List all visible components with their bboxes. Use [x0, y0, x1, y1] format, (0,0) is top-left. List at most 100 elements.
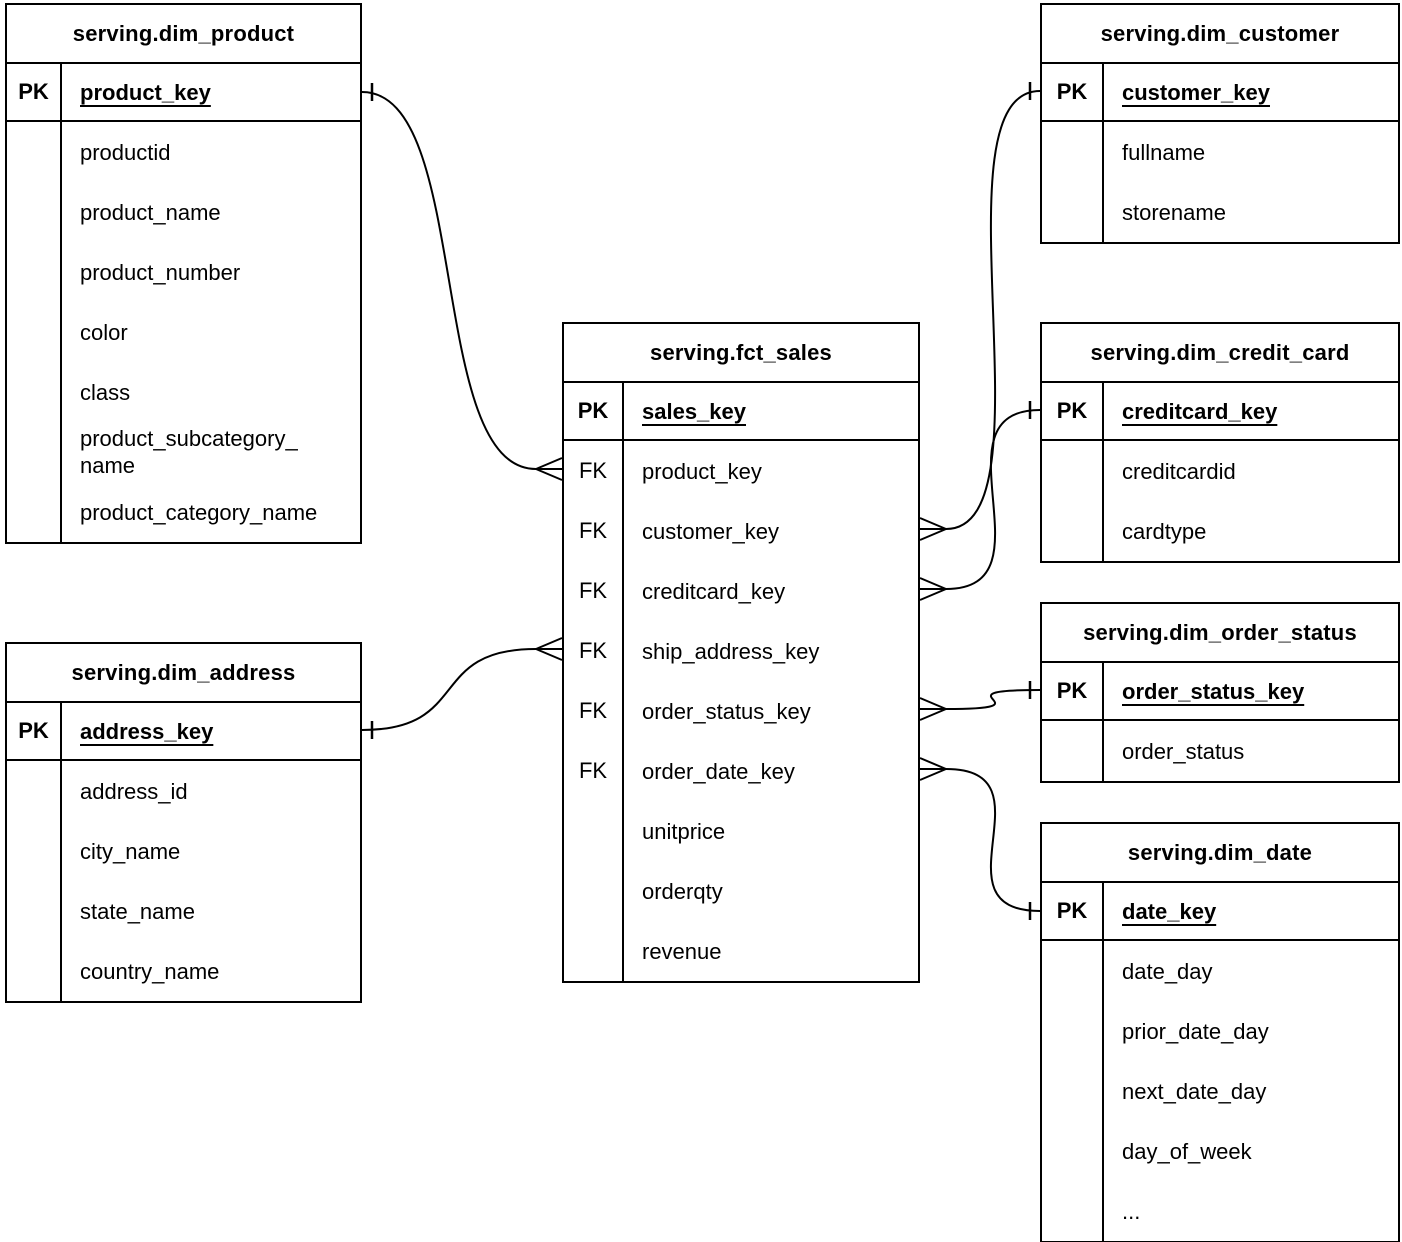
table-row: revenue	[564, 921, 918, 981]
field-tag	[1042, 122, 1104, 182]
table-row: prior_date_day	[1042, 1001, 1398, 1061]
fk-tag: FK	[564, 501, 624, 561]
pk-tag: PK	[1042, 64, 1104, 120]
field-tag	[7, 422, 62, 482]
table-row: day_of_week	[1042, 1121, 1398, 1181]
relationship-edge-product_key	[361, 83, 563, 481]
field-name: order_status	[1122, 738, 1245, 764]
table-row: fullname	[1042, 122, 1398, 182]
relationship-edge-customer_key	[919, 82, 1041, 541]
pk-field-name: customer_key	[1104, 64, 1398, 120]
table-title: serving.dim_product	[7, 5, 360, 64]
pk-tag: PK	[1042, 383, 1104, 439]
field-name: storename	[1122, 199, 1226, 225]
field-name: productid	[80, 139, 171, 165]
relationship-edge-order_date_key	[919, 757, 1041, 920]
table-row: product_category_name	[7, 482, 360, 542]
field-name: product_category_name	[80, 499, 318, 525]
field-tag	[1042, 721, 1104, 781]
fk-tag: FK	[564, 621, 624, 681]
primary-key-row: PK sales_key	[564, 383, 918, 441]
table-title: serving.dim_order_status	[1042, 604, 1398, 663]
pk-field-name-text: date_key	[1122, 898, 1217, 924]
table-title: serving.dim_address	[7, 644, 360, 703]
table-row: unitprice	[564, 801, 918, 861]
field-name: customer_key	[642, 518, 779, 544]
primary-key-row: PK product_key	[7, 64, 360, 122]
field-tag	[1042, 1181, 1104, 1241]
table-title: serving.dim_date	[1042, 824, 1398, 883]
edge-curve	[361, 648, 537, 731]
field-tag	[1042, 1121, 1104, 1181]
field-name: city_name	[80, 838, 181, 864]
field-name: revenue	[642, 938, 722, 964]
field-tag	[1042, 441, 1104, 501]
table-row: cardtype	[1042, 501, 1398, 561]
pk-tag: PK	[1042, 883, 1104, 939]
field-tag	[1042, 501, 1104, 561]
field-name: state_name	[80, 898, 195, 924]
field-name: fullname	[1122, 139, 1206, 165]
field-name: date_day	[1122, 958, 1213, 984]
table-row: order_status	[1042, 721, 1398, 781]
field-tag	[7, 881, 62, 941]
fk-tag: FK	[564, 741, 624, 801]
field-name: prior_date_day	[1122, 1018, 1269, 1044]
pk-tag: PK	[564, 383, 624, 439]
table-row: FK ship_address_key	[564, 621, 918, 681]
field-name: color	[80, 319, 128, 345]
field-tag	[7, 821, 62, 881]
table-row: FK customer_key	[564, 501, 918, 561]
edge-curve	[945, 409, 1041, 590]
field-name: unitprice	[642, 818, 726, 844]
pk-tag: PK	[7, 64, 62, 120]
edge-curve	[361, 91, 537, 470]
field-name: product_subcategory_ name	[80, 426, 298, 478]
table-row: storename	[1042, 182, 1398, 242]
crows-foot-many-icon	[919, 697, 947, 721]
pk-field-name-text: product_key	[80, 79, 211, 105]
field-name: address_id	[80, 778, 188, 804]
pk-field-name-text: address_key	[80, 718, 214, 744]
table-row: state_name	[7, 881, 360, 941]
edge-curve	[945, 768, 1041, 912]
field-name: product_number	[80, 259, 241, 285]
field-tag	[7, 242, 62, 302]
field-name: product_key	[642, 458, 762, 484]
field-name: next_date_day	[1122, 1078, 1267, 1104]
fk-tag: FK	[564, 681, 624, 741]
table-row: product_number	[7, 242, 360, 302]
relationship-edge-order_status_key	[919, 681, 1041, 721]
field-name: creditcardid	[1122, 458, 1236, 484]
field-tag	[7, 482, 62, 542]
table-title: serving.dim_credit_card	[1042, 324, 1398, 383]
field-tag	[7, 182, 62, 242]
crows-foot-many-icon	[919, 517, 947, 541]
field-tag	[564, 861, 624, 921]
pk-field-name-text: sales_key	[642, 398, 746, 424]
table-row: next_date_day	[1042, 1061, 1398, 1121]
relationship-edge-creditcard_key	[919, 401, 1041, 601]
crows-foot-many-icon	[535, 457, 563, 481]
pk-field-name-text: order_status_key	[1122, 678, 1305, 704]
field-tag	[7, 941, 62, 1001]
field-tag	[1042, 941, 1104, 1001]
field-name: day_of_week	[1122, 1138, 1252, 1164]
table-row: date_day	[1042, 941, 1398, 1001]
table-title: serving.dim_customer	[1042, 5, 1398, 64]
field-name: ship_address_key	[642, 638, 820, 664]
